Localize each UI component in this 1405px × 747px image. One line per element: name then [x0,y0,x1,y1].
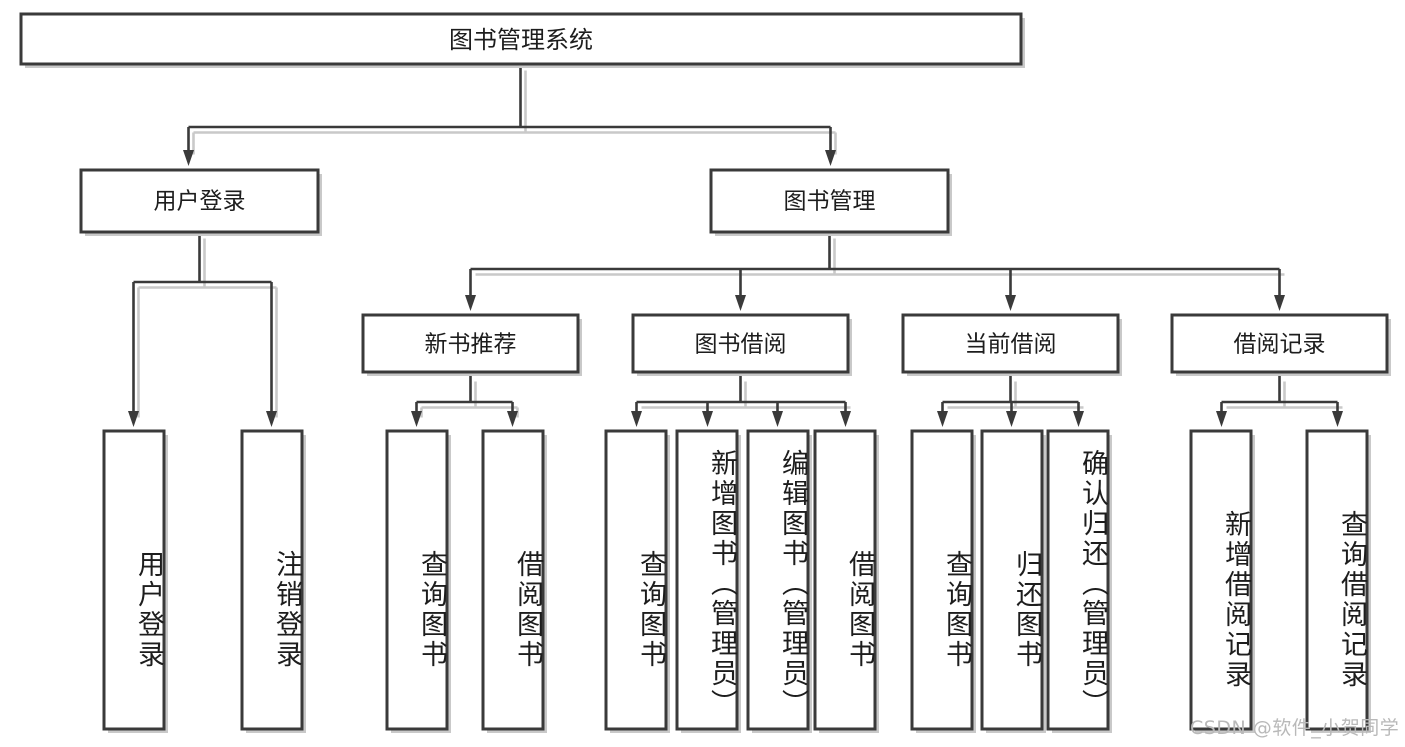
leaf-box-10[interactable] [980,429,1046,733]
arrow-to-borrow-record [1274,295,1285,311]
arrow-to-book-manage [825,150,836,166]
arrow-to-book-borrow [735,295,746,311]
edge-new-book-recommend-bus [415,376,514,413]
node-book-manage[interactable]: 图书管理 [709,168,952,236]
node-root-label: 图书管理系统 [449,26,593,54]
arrow-to-user-login [183,150,194,166]
leaf-box-1[interactable] [102,429,168,733]
edge-current-borrow-bus [941,376,1080,413]
leaf-box-11[interactable] [1046,429,1112,733]
arrow-to-leaf-5 [631,411,642,427]
node-current-borrow[interactable]: 当前借阅 [901,313,1122,376]
arrow-to-leaf-11 [1073,411,1084,427]
arrow-to-new-book-recommend [465,295,476,311]
arrow-to-leaf-7 [772,411,783,427]
node-borrow-record[interactable]: 借阅记录 [1170,313,1391,376]
leaf-box-7[interactable] [746,429,812,733]
connector-layer [128,65,1343,427]
leaf-box-2[interactable] [240,429,306,733]
arrow-to-leaf-4 [507,411,518,427]
node-user-login-label: 用户登录 [154,189,246,215]
arrow-to-leaf-9 [937,411,948,427]
arrow-to-leaf-12 [1216,411,1227,427]
leaf-box-8[interactable] [813,429,879,733]
node-root[interactable]: 图书管理系统 [19,12,1025,68]
node-user-login[interactable]: 用户登录 [79,168,322,236]
watermark: CSDN @软件_小贺同学 [1190,717,1400,739]
edge-book-manage-bus [469,233,1281,297]
leaf-box-3[interactable] [385,429,451,733]
arrow-to-leaf-6 [702,411,713,427]
node-new-book-recommend[interactable]: 新书推荐 [361,313,582,376]
edge-root-bus [187,65,832,152]
edge-user-login-bus [132,233,273,413]
leaf-box-6[interactable] [675,429,741,733]
arrow-to-leaf-13 [1332,411,1343,427]
node-book-borrow-label: 图书借阅 [695,332,787,358]
node-borrow-record-label: 借阅记录 [1234,332,1326,358]
arrow-to-leaf-3 [411,411,422,427]
arrow-to-leaf-1 [128,411,139,427]
edge-book-borrow-bus [635,376,847,413]
node-current-borrow-label: 当前借阅 [965,332,1057,358]
node-book-manage-label: 图书管理 [784,189,876,215]
leaf-box-5[interactable] [604,429,670,733]
node-new-book-recommend-label: 新书推荐 [425,332,517,358]
leaf-box-12[interactable] [1189,429,1255,733]
leaf-box-4[interactable] [481,429,547,733]
arrow-to-current-borrow [1005,295,1016,311]
edge-borrow-record-bus [1220,376,1339,413]
arrow-to-leaf-2 [266,411,277,427]
arrow-to-leaf-10 [1006,411,1017,427]
node-book-borrow[interactable]: 图书借阅 [631,313,852,376]
leaf-box-13[interactable] [1305,429,1371,733]
arrow-to-leaf-8 [840,411,851,427]
leaf-box-9[interactable] [910,429,976,733]
